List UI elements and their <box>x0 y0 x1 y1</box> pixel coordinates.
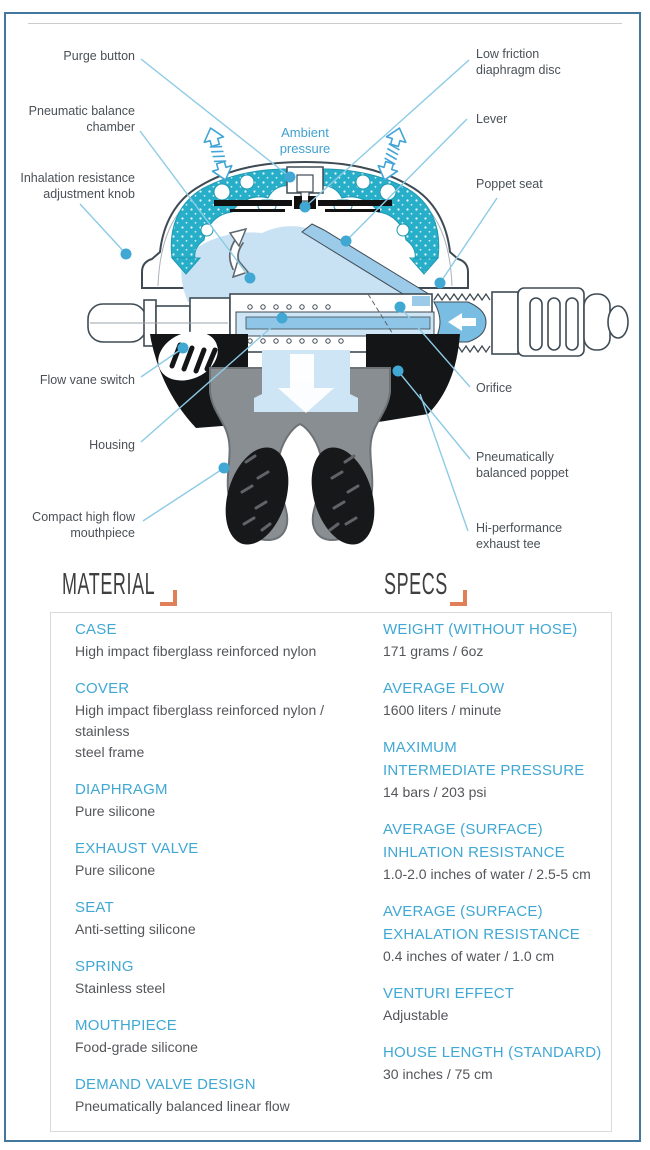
corner-bracket-icon <box>450 590 467 606</box>
spec-item-name: AVERAGE FLOW <box>383 680 505 697</box>
material-item-exhaust-valve: EXHAUST VALVE Pure silicone <box>75 837 375 881</box>
material-column: CASE High impact fiberglass reinforced n… <box>75 618 375 1132</box>
label-lever: Lever <box>476 112 508 126</box>
label-purge-button: Purge button <box>63 49 135 63</box>
specs-column: WEIGHT (WITHOUT HOSE) 171 grams / 6oz AV… <box>383 618 618 1100</box>
top-divider-line <box>28 23 622 24</box>
diaphragm-disc <box>214 196 392 212</box>
flow-arrow-icon <box>448 313 476 331</box>
down-arrow-icon <box>278 354 334 413</box>
material-item-value: High impact fiberglass reinforced nylon … <box>75 702 325 760</box>
spec-item-name: MAXIMUM INTERMEDIATE PRESSURE <box>383 739 585 779</box>
spec-item-hose-length: HOUSE LENGTH (STANDARD) 30 inches / 75 c… <box>383 1041 618 1085</box>
regulator-cutaway-diagram: Purge button Pneumatic balance chamber I… <box>0 0 650 560</box>
label-dot <box>434 277 446 289</box>
material-item-name: DIAPHRAGM <box>75 781 168 798</box>
air-chamber <box>181 223 436 303</box>
label-low-friction-diaphragm-disc: Low friction diaphragm disc <box>476 47 561 77</box>
ambient-pressure-arrow-icon <box>203 127 233 181</box>
material-item-diaphragm: DIAPHRAGM Pure silicone <box>75 778 375 822</box>
material-item-name: CASE <box>75 621 117 638</box>
label-dot <box>299 201 311 213</box>
label-dot <box>284 171 296 183</box>
material-specs-box <box>50 612 612 1132</box>
label-poppet-seat: Poppet seat <box>476 177 543 191</box>
balance-tube <box>245 316 431 330</box>
spec-item-name: VENTURI EFFECT <box>383 985 515 1002</box>
spec-item-value: 1600 liters / minute <box>383 702 502 718</box>
spec-item-name: AVERAGE (SURFACE) EXHALATION RESISTANCE <box>383 903 581 943</box>
label-dot <box>218 462 230 474</box>
label-dot <box>340 235 352 247</box>
material-item-value: Stainless steel <box>75 980 166 996</box>
label-dot <box>392 365 404 377</box>
ambient-pressure-arrow-icon <box>377 127 407 181</box>
seat-detail <box>412 296 430 306</box>
label-hi-performance-exhaust-tee: Hi-performance exhaust tee <box>476 521 563 551</box>
label-dot <box>177 342 189 354</box>
material-item-mouthpiece: MOUTHPIECE Food-grade silicone <box>75 1014 375 1058</box>
spec-item-value: 0.4 inches of water / 1.0 cm <box>383 948 555 964</box>
regulator-cutaway-art <box>79 58 629 545</box>
material-item-spring: SPRING Stainless steel <box>75 955 375 999</box>
material-item-name: SEAT <box>75 899 114 916</box>
spec-item-value: 30 inches / 75 cm <box>383 1066 493 1082</box>
spec-item-value: 14 bars / 203 psi <box>383 784 487 800</box>
material-section-title: MATERIAL <box>62 566 156 601</box>
label-flow-vane-switch: Flow vane switch <box>39 373 135 387</box>
label-dot <box>120 248 132 260</box>
material-item-value: High impact fiberglass reinforced nylon <box>75 643 317 659</box>
spec-item-max-intermediate-pressure: MAXIMUM INTERMEDIATE PRESSURE 14 bars / … <box>383 736 618 803</box>
material-item-value: Pure silicone <box>75 862 156 878</box>
label-dot <box>244 272 256 284</box>
material-item-name: EXHAUST VALVE <box>75 840 199 857</box>
spec-item-name: AVERAGE (SURFACE) INHLATION RESISTANCE <box>383 821 565 861</box>
material-item-case: CASE High impact fiberglass reinforced n… <box>75 618 375 662</box>
label-inhalation-resistance-adjustment-knob: Inhalation resistance adjustment knob <box>20 171 135 201</box>
material-item-seat: SEAT Anti-setting silicone <box>75 896 375 940</box>
material-item-value: Food-grade silicone <box>75 1039 198 1055</box>
spec-item-value: Adjustable <box>383 1007 449 1023</box>
label-housing: Housing <box>89 438 135 452</box>
spec-item-value: 171 grams / 6oz <box>383 643 484 659</box>
label-orifice: Orifice <box>476 381 513 395</box>
callout-leader-lines <box>79 58 498 532</box>
label-dots <box>120 171 446 474</box>
material-item-name: COVER <box>75 680 130 697</box>
spec-item-inhalation-resistance: AVERAGE (SURFACE) INHLATION RESISTANCE 1… <box>383 818 618 885</box>
label-pneumatically-balanced-poppet: Pneumatically balanced poppet <box>476 450 569 480</box>
spring-coil-dots <box>247 304 344 344</box>
material-item-value: Pure silicone <box>75 803 156 819</box>
material-item-name: MOUTHPIECE <box>75 1017 178 1034</box>
label-ambient-pressure: Ambient pressure <box>279 125 331 156</box>
label-pneumatic-balance-chamber: Pneumatic balance chamber <box>28 104 135 134</box>
specs-section-title: SPECS <box>384 566 448 601</box>
curved-arrow-icon <box>228 227 250 279</box>
material-item-name: SPRING <box>75 958 134 975</box>
mouth-tube <box>254 350 358 413</box>
mouthpiece-bite-pads <box>225 447 375 545</box>
label-compact-high-flow-mouthpiece: Compact high flow mouthpiece <box>32 510 135 540</box>
spec-item-name: HOUSE LENGTH (STANDARD) <box>383 1044 602 1061</box>
spec-item-average-flow: AVERAGE FLOW 1600 liters / minute <box>383 677 618 721</box>
material-item-cover: COVER High impact fiberglass reinforced … <box>75 677 375 763</box>
spec-item-value: 1.0-2.0 inches of water / 2.5-5 cm <box>383 866 591 882</box>
spec-item-exhalation-resistance: AVERAGE (SURFACE) EXHALATION RESISTANCE … <box>383 900 618 967</box>
material-item-name: DEMAND VALVE DESIGN <box>75 1076 256 1093</box>
material-item-demand-valve-design: DEMAND VALVE DESIGN Pneumatically balanc… <box>75 1073 375 1117</box>
label-dot <box>276 312 288 324</box>
corner-bracket-icon <box>160 590 177 606</box>
spec-item-weight: WEIGHT (WITHOUT HOSE) 171 grams / 6oz <box>383 618 618 662</box>
label-dot <box>394 301 406 313</box>
spec-item-name: WEIGHT (WITHOUT HOSE) <box>383 621 578 638</box>
spec-item-venturi-effect: VENTURI EFFECT Adjustable <box>383 982 618 1026</box>
material-item-value: Anti-setting silicone <box>75 921 196 937</box>
material-item-value: Pneumatically balanced linear flow <box>75 1098 290 1114</box>
